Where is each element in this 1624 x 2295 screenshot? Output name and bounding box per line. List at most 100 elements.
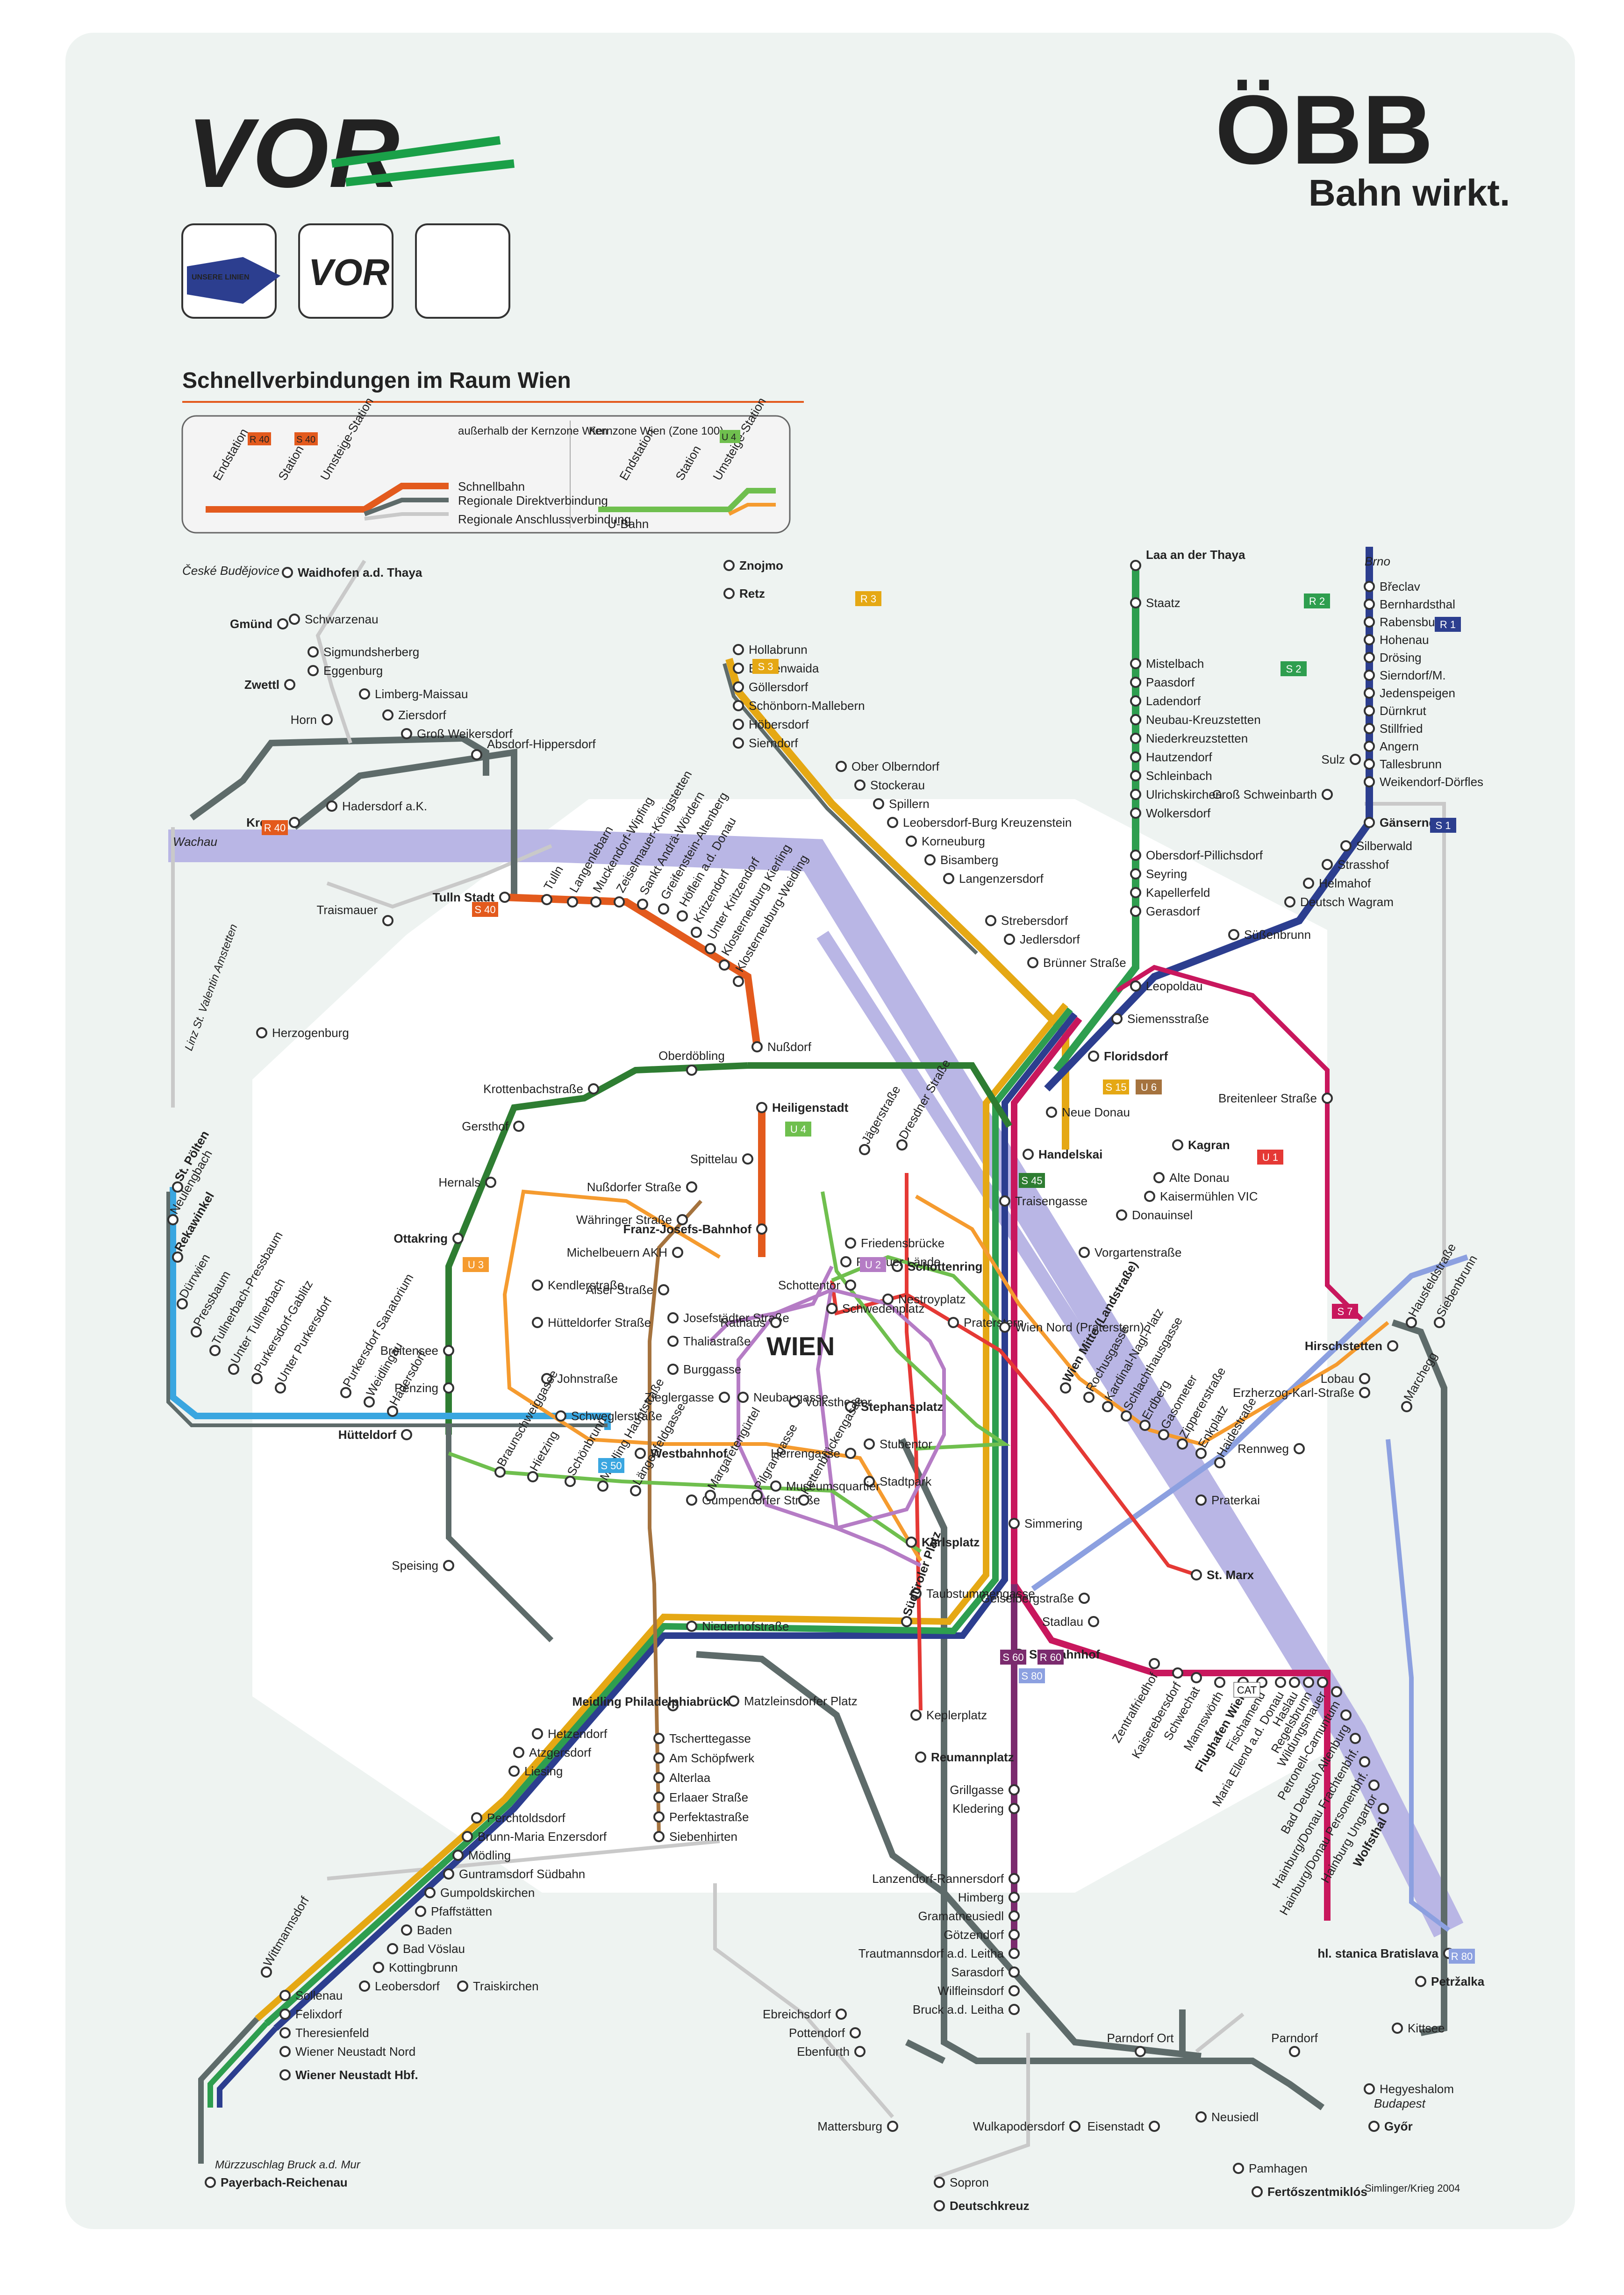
station-vienna_centre-62: Lobau: [1321, 1372, 1370, 1386]
station-label: Nußdorfer Straße: [587, 1180, 681, 1194]
station-label: Sollenau: [295, 1988, 343, 2002]
station-label: Marchegg: [1401, 1350, 1440, 1403]
station-label: Gumpoldskirchen: [440, 1886, 535, 1900]
station-vienna_centre-22: Roßauer Lände: [840, 1255, 941, 1269]
station-dot: [653, 1752, 665, 1764]
station-vienna_centre-20: Wien Nord (Praterstern): [999, 1320, 1144, 1334]
station-dot: [1009, 1948, 1020, 1959]
station-dot: [282, 567, 293, 578]
station-dot: [1111, 1013, 1123, 1024]
station-north-12: Korneuburg: [906, 834, 985, 848]
station-label: Atzgersdorf: [529, 1745, 592, 1759]
line-badge: R 60: [1037, 1650, 1064, 1665]
station-label: Gramatneusiedl: [918, 1909, 1004, 1923]
station-dot: [1079, 1247, 1090, 1258]
station-dot: [452, 1233, 464, 1244]
legend-outside-zone: außerhalb der Kernzone Wien: [458, 425, 608, 437]
station-label: Alte Donau: [1169, 1171, 1230, 1185]
station-dot: [934, 2177, 945, 2188]
station-south-10: Gumpoldskirchen: [424, 1886, 535, 1900]
line-badge-label: U 2: [865, 1259, 881, 1271]
station-label: Tscherttegasse: [669, 1731, 751, 1745]
label-linz: Linz St. Valentin Amstetten: [182, 922, 240, 1052]
station-s2-2: Mistelbach: [1130, 657, 1204, 671]
station-dot: [1214, 1457, 1225, 1468]
station-s2-7: Hautzendorf: [1130, 750, 1212, 764]
station-label: Handelskai: [1038, 1147, 1102, 1161]
station-dot: [686, 1065, 697, 1076]
line-badge-label: S 1: [1435, 820, 1451, 831]
station-south-7: Brunn-Maria Enzersdorf: [462, 1830, 607, 1844]
station-dot: [667, 1364, 679, 1375]
station-dot: [864, 1476, 875, 1487]
line-badge: R 3: [855, 591, 881, 606]
station-label: Hütteldorf: [338, 1428, 397, 1442]
station-dot: [882, 1294, 894, 1305]
station-label: Kendlerstraße: [548, 1278, 624, 1292]
station-dot: [1401, 1401, 1412, 1412]
station-label: Leobersdorf: [375, 1979, 440, 1993]
station-dot: [1060, 1382, 1071, 1394]
station-label: Lanzendorf-Rannersdorf: [872, 1872, 1004, 1886]
station-dot: [1364, 670, 1375, 681]
station-s2-5: Neubau-Kreuzstetten: [1130, 713, 1261, 727]
station-ne-13: Groß Schweinbarth: [1212, 787, 1333, 801]
stammstrecke: [255, 1002, 1082, 2031]
station-dot: [1364, 723, 1375, 734]
station-dot: [719, 959, 730, 971]
station-dot: [1130, 808, 1141, 819]
station-label: Speising: [392, 1559, 438, 1573]
station-vienna_centre-60: Geiselbergstraße: [981, 1591, 1090, 1605]
station-label: Sierndorf/M.: [1380, 668, 1446, 682]
line-badge-label: R 1: [1440, 619, 1456, 630]
station-dot: [590, 896, 601, 908]
station-north-1: Retz: [723, 586, 765, 601]
station-dot: [667, 1700, 679, 1711]
station-label: Göllersdorf: [749, 680, 808, 694]
station-dot: [177, 1298, 188, 1309]
station-label: Stadtpark: [880, 1474, 932, 1488]
station-dot: [1130, 906, 1141, 917]
station-label: Bruck a.d. Leitha: [913, 2002, 1004, 2016]
line-badge: S 3: [752, 659, 779, 674]
station-label: Penzing: [394, 1381, 438, 1395]
station-dot: [1009, 1873, 1020, 1884]
line-badge: R 80: [1449, 1949, 1475, 1964]
station-label: Stockerau: [870, 778, 925, 792]
station-label: Donauinsel: [1132, 1208, 1193, 1222]
station-dot: [733, 663, 744, 674]
station-label: Gmünd: [230, 617, 272, 631]
station-dot: [1009, 1892, 1020, 1903]
station-label: Floridsdorf: [1104, 1049, 1168, 1063]
station-ne-8: Stillfried: [1364, 722, 1423, 736]
station-dot: [637, 899, 648, 910]
station-label: Ottakring: [393, 1231, 448, 1245]
station-south-17: Felixdorf: [279, 2007, 342, 2021]
station-label: Jedenspeigen: [1380, 686, 1455, 700]
station-dot: [910, 1588, 922, 1599]
station-label: Pottendorf: [789, 2026, 845, 2040]
station-s2-6: Niederkreuzstetten: [1130, 731, 1248, 745]
station-label: Kapellerfeld: [1146, 886, 1210, 900]
station-vienna_centre-10: Thaliastraße: [667, 1334, 751, 1348]
line-badge: S 1: [1430, 818, 1456, 833]
station-label: hl. stanica Bratislava: [1317, 1946, 1438, 1960]
station-south-19: Wiener Neustadt Nord: [279, 2045, 415, 2059]
station-dot: [457, 1980, 468, 1992]
station-dot: [887, 817, 898, 828]
station-dot: [845, 1448, 856, 1459]
station-ne-1: Bernhardsthal: [1364, 597, 1455, 611]
station-label: Lobau: [1321, 1372, 1354, 1386]
station-north-2: Hollabrunn: [733, 643, 808, 657]
station-dot: [756, 1223, 767, 1235]
station-dot: [1322, 859, 1333, 870]
line-badge: CAT: [1233, 1682, 1260, 1698]
station-vienna_west-1: Krottenbachstraße: [483, 1082, 599, 1096]
station-dot: [630, 1485, 641, 1496]
station-label: Stadlau: [1042, 1615, 1083, 1629]
station-s60-6: Trautmannsdorf a.d. Leitha: [859, 1946, 1020, 1960]
station-dot: [462, 1831, 473, 1842]
station-dot: [415, 1906, 426, 1917]
station-nw-6: Limberg-Maissau: [359, 687, 468, 701]
